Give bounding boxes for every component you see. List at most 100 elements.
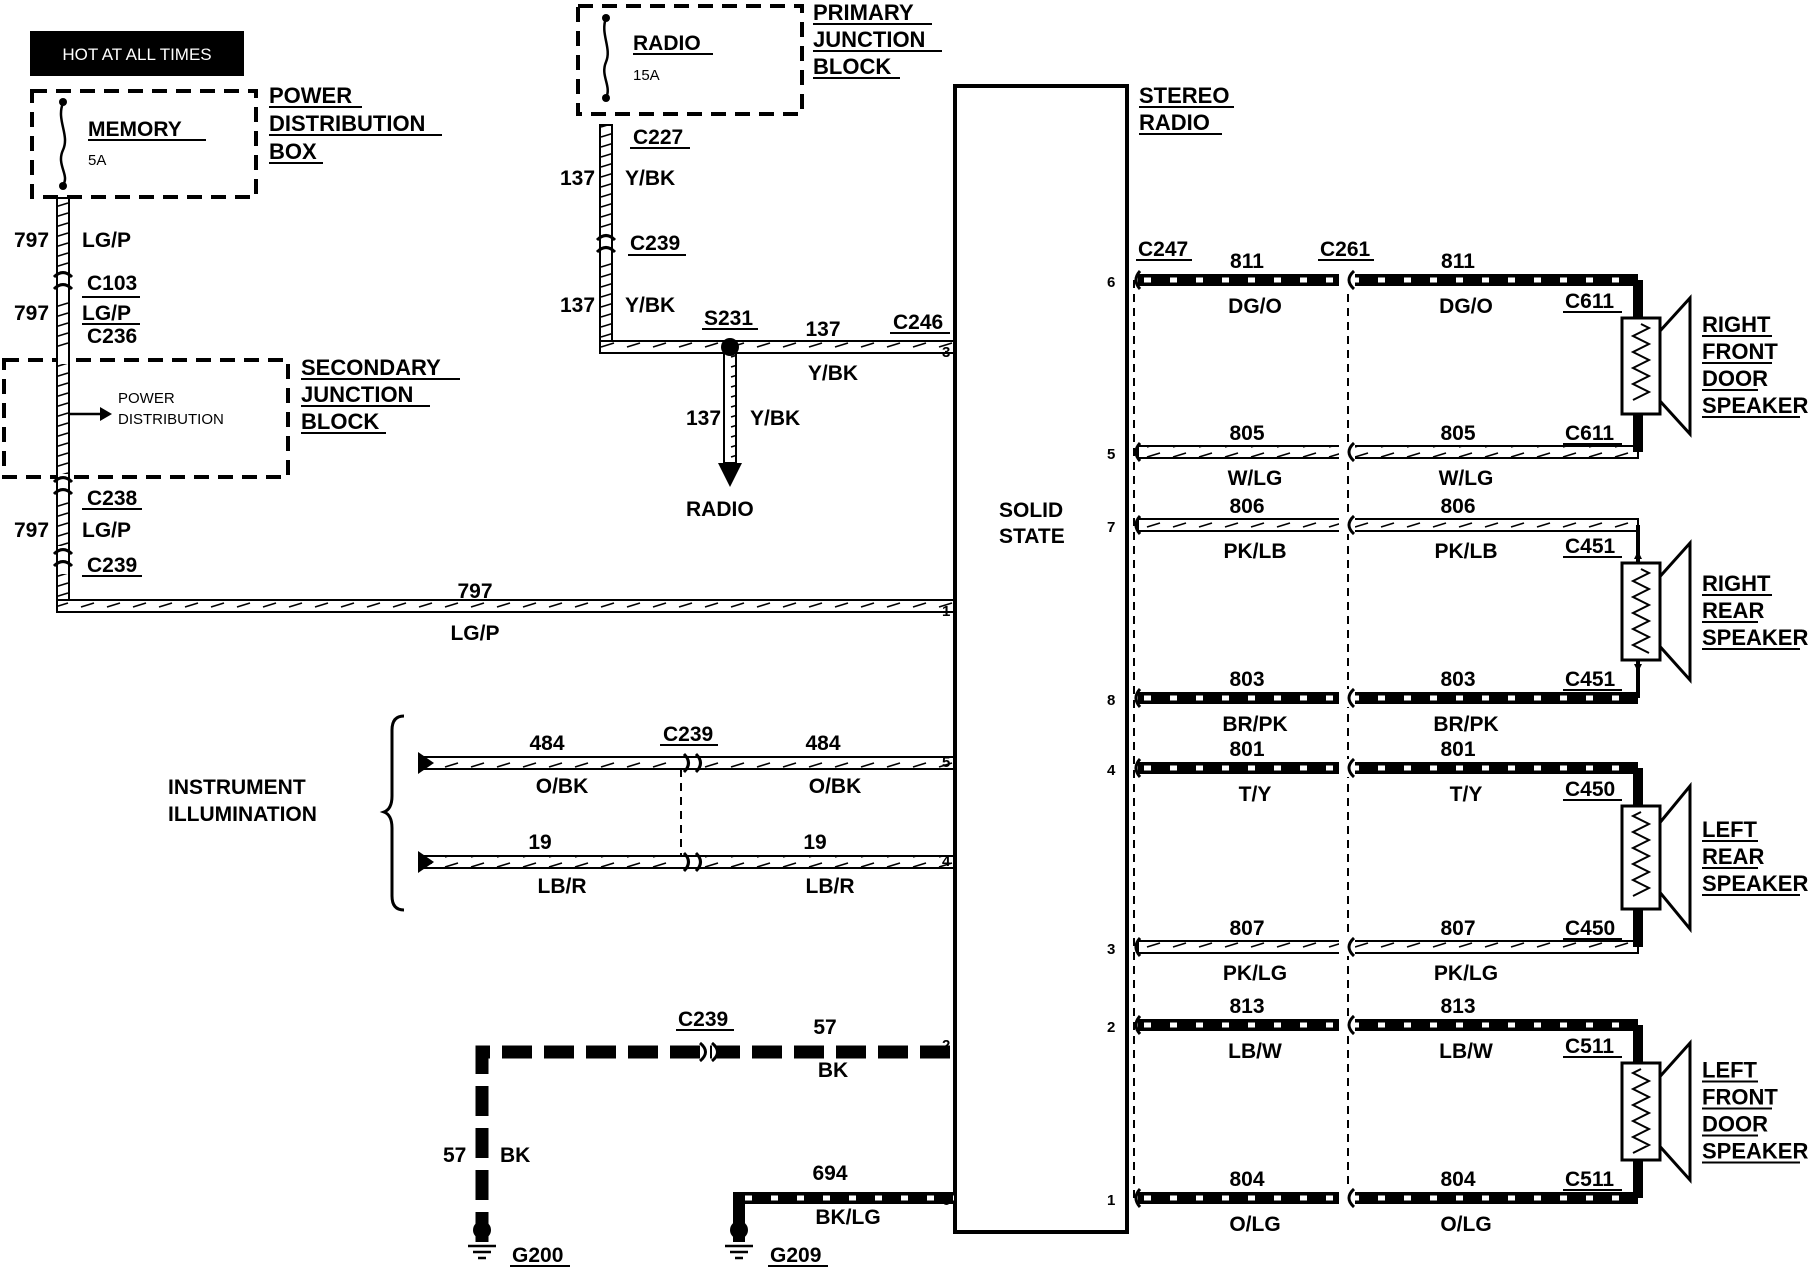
connector-c246: C246 xyxy=(893,311,943,334)
radio-destination-label: RADIO xyxy=(686,498,754,521)
svg-text:POWER: POWER xyxy=(269,83,352,108)
speaker-name-label: RIGHT xyxy=(1702,312,1771,337)
wire-color-label: W/LG xyxy=(1228,467,1283,490)
radio-pin-label: 4 xyxy=(1107,762,1116,779)
svg-text:LG/P: LG/P xyxy=(82,229,131,252)
svg-text:5: 5 xyxy=(942,754,950,771)
connector-c236: C236 xyxy=(87,325,137,348)
speaker-name-label: SPEAKER xyxy=(1702,1139,1808,1164)
svg-text:797: 797 xyxy=(14,302,49,325)
speaker-name-label: DOOR xyxy=(1702,1112,1768,1137)
wire-color-label: O/LG xyxy=(1440,1213,1491,1236)
speaker-name-label: REAR xyxy=(1702,844,1764,869)
wire-color-label: T/Y xyxy=(1450,783,1483,806)
svg-text:137: 137 xyxy=(805,318,840,341)
svg-text:BLOCK: BLOCK xyxy=(813,54,891,79)
circuit-number-label: 807 xyxy=(1440,917,1475,940)
speaker-name-label: DOOR xyxy=(1702,366,1768,391)
circuit-797-feed: 797 LG/P 797 LG/P C103 C236 C238 797 LG/… xyxy=(14,197,955,645)
memory-fuse-label: MEMORY xyxy=(88,118,182,141)
speaker-name-label: REAR xyxy=(1702,598,1764,623)
fuse-icon xyxy=(603,17,609,99)
radio-fuse-rating: 15A xyxy=(633,67,660,84)
svg-text:BK: BK xyxy=(500,1144,530,1167)
svg-text:3: 3 xyxy=(942,344,950,361)
svg-text:BK: BK xyxy=(818,1059,848,1082)
svg-text:DISTRIBUTION: DISTRIBUTION xyxy=(269,111,425,136)
speaker-name-label: SPEAKER xyxy=(1702,625,1808,650)
circuit-number-label: 803 xyxy=(1440,668,1475,691)
wire-color-label: T/Y xyxy=(1239,783,1272,806)
connector-c611: C611 xyxy=(1565,422,1614,445)
connector-c238: C238 xyxy=(87,487,138,510)
svg-text:POWER: POWER xyxy=(118,390,175,407)
svg-text:LB/R: LB/R xyxy=(538,875,587,898)
svg-text:2: 2 xyxy=(942,1037,950,1054)
circuit-number-label: 801 xyxy=(1229,738,1264,761)
svg-text:C239: C239 xyxy=(663,723,713,746)
power-distribution-box: MEMORY 5A POWER DISTRIBUTION BOX xyxy=(30,83,442,199)
circuit-number-label: 805 xyxy=(1440,422,1475,445)
circuit-137-feed: S231 C227 137 Y/BK C239 137 Y/BK 137 Y/B… xyxy=(560,124,955,521)
speaker-icon xyxy=(1658,294,1692,438)
speaker-icon xyxy=(1658,1039,1692,1184)
radio-pin-label: 2 xyxy=(1107,1019,1115,1036)
svg-text:O/BK: O/BK xyxy=(809,775,862,798)
radio-pin-label: 3 xyxy=(1107,941,1115,958)
hot-at-all-times-banner: HOT AT ALL TIMES xyxy=(30,31,244,76)
svg-text:Y/BK: Y/BK xyxy=(808,362,858,385)
circuit-number-label: 811 xyxy=(1441,250,1475,273)
ground-g209: G209 xyxy=(770,1244,821,1267)
wire-color-label: W/LG xyxy=(1439,467,1494,490)
svg-text:ILLUMINATION: ILLUMINATION xyxy=(168,803,317,826)
radio-pin-label: 8 xyxy=(1107,692,1115,709)
memory-fuse-rating: 5A xyxy=(88,152,106,169)
radio-pin-label: 1 xyxy=(1107,1192,1115,1209)
circuit-number-label: 813 xyxy=(1440,995,1475,1018)
circuit-number-label: 804 xyxy=(1440,1168,1475,1191)
circuit-number-label: 801 xyxy=(1440,738,1475,761)
splice-label: S231 xyxy=(704,307,753,330)
wire-color-label: DG/O xyxy=(1228,295,1282,318)
svg-text:JUNCTION: JUNCTION xyxy=(301,382,413,407)
svg-text:19: 19 xyxy=(803,831,826,854)
radio-pin-label: 7 xyxy=(1107,519,1115,536)
circuit-number-label: 806 xyxy=(1440,495,1475,518)
speaker-name-label: FRONT xyxy=(1702,339,1778,364)
stereo-radio-unit: SOLID STATE STEREO RADIO xyxy=(953,83,1234,1234)
wire-color-label: PK/LB xyxy=(1435,540,1498,563)
svg-text:797: 797 xyxy=(14,519,49,542)
svg-text:C239: C239 xyxy=(678,1008,728,1031)
svg-text:SECONDARY: SECONDARY xyxy=(301,355,441,380)
speakers: C611C611RIGHTFRONTDOORSPEAKERC451C451RIG… xyxy=(1563,280,1808,1198)
svg-text:SOLID: SOLID xyxy=(999,499,1063,522)
connector-c511: C511 xyxy=(1565,1168,1614,1191)
svg-text:57: 57 xyxy=(813,1016,836,1039)
secondary-junction-block: POWER DISTRIBUTION SECONDARY JUNCTION BL… xyxy=(2,355,460,479)
svg-text:6: 6 xyxy=(942,1192,950,1209)
svg-text:Y/BK: Y/BK xyxy=(625,294,675,317)
svg-text:RADIO: RADIO xyxy=(1139,110,1210,135)
speaker-output-circuits: C247 C261 811DG/O811DG/O6805W/LG805W/LG5… xyxy=(1107,238,1639,1236)
wire-color-label: O/LG xyxy=(1229,1213,1280,1236)
circuit-number-label: 811 xyxy=(1230,250,1264,273)
svg-text:LB/R: LB/R xyxy=(806,875,855,898)
ground-icon xyxy=(730,1221,748,1239)
speaker-name-label: LEFT xyxy=(1702,1058,1758,1083)
wire-color-label: LB/W xyxy=(1439,1040,1493,1063)
svg-text:4: 4 xyxy=(942,853,951,870)
svg-text:LG/P: LG/P xyxy=(82,302,131,325)
svg-text:797: 797 xyxy=(14,229,49,252)
svg-text:STATE: STATE xyxy=(999,525,1065,548)
wire-color-label: LB/W xyxy=(1228,1040,1282,1063)
splice-s231 xyxy=(721,338,739,356)
radio-pin-label: 6 xyxy=(1107,274,1115,291)
svg-text:137: 137 xyxy=(686,407,721,430)
fuse-icon xyxy=(59,102,67,186)
